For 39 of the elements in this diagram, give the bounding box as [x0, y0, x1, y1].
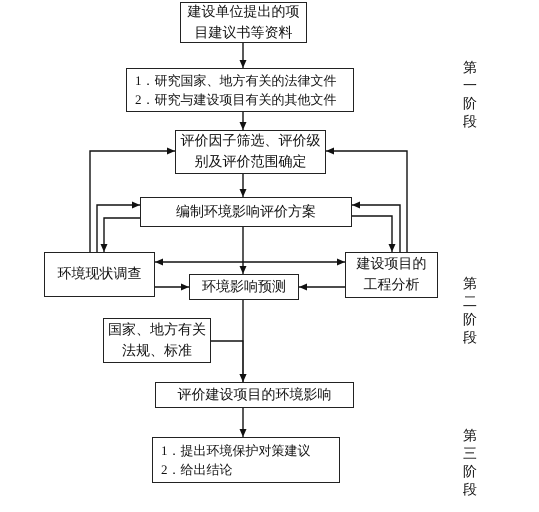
stage-label: 第一阶段 [463, 60, 477, 132]
step-text: 2．研究与建设项目有关的其他文件 [134, 91, 336, 109]
step-text: 1．提出环境保护对策建议 [160, 442, 310, 460]
process-box [189, 274, 299, 300]
arrow [89, 148, 175, 252]
step-text: 环境现状调查 [58, 265, 142, 284]
arrow [240, 408, 246, 437]
arrow [352, 215, 396, 252]
step-text: 环境影响预测 [202, 278, 286, 296]
arrow [100, 217, 140, 252]
process-box [152, 437, 340, 483]
process-box [140, 197, 352, 227]
arrow [352, 202, 401, 252]
process-box [126, 68, 354, 112]
step-text: 建设单位提出的项目建议书等资料 [188, 4, 300, 42]
step-text: 评价因子筛选、评价级别及评价范围确定 [180, 132, 320, 172]
arrow [240, 174, 246, 197]
step-text: 1．研究国家、地方有关的法律文件 [134, 72, 336, 90]
stage-label: 第二阶段 [463, 276, 477, 348]
step-text: 国家、地方有关法规、标准 [108, 321, 206, 360]
arrow [240, 112, 246, 130]
arrow [299, 284, 345, 290]
process-box [345, 252, 438, 298]
arrow [96, 202, 140, 252]
process-box [155, 382, 354, 408]
process-box [180, 2, 307, 43]
step-text: 编制环境影响评价方案 [176, 203, 316, 222]
arrow [240, 227, 246, 274]
arrow [211, 340, 246, 382]
arrow [155, 284, 189, 290]
process-box [44, 252, 155, 297]
arrow [326, 148, 408, 252]
double-arrow [155, 258, 345, 266]
step-text: 建设项目的工程分析 [356, 256, 426, 295]
step-text: 评价建设项目的环境影响 [178, 386, 332, 404]
arrow [240, 43, 246, 68]
step-text: 2．给出结论 [160, 461, 232, 479]
process-box [175, 130, 326, 174]
stage-label: 第三阶段 [463, 428, 477, 500]
